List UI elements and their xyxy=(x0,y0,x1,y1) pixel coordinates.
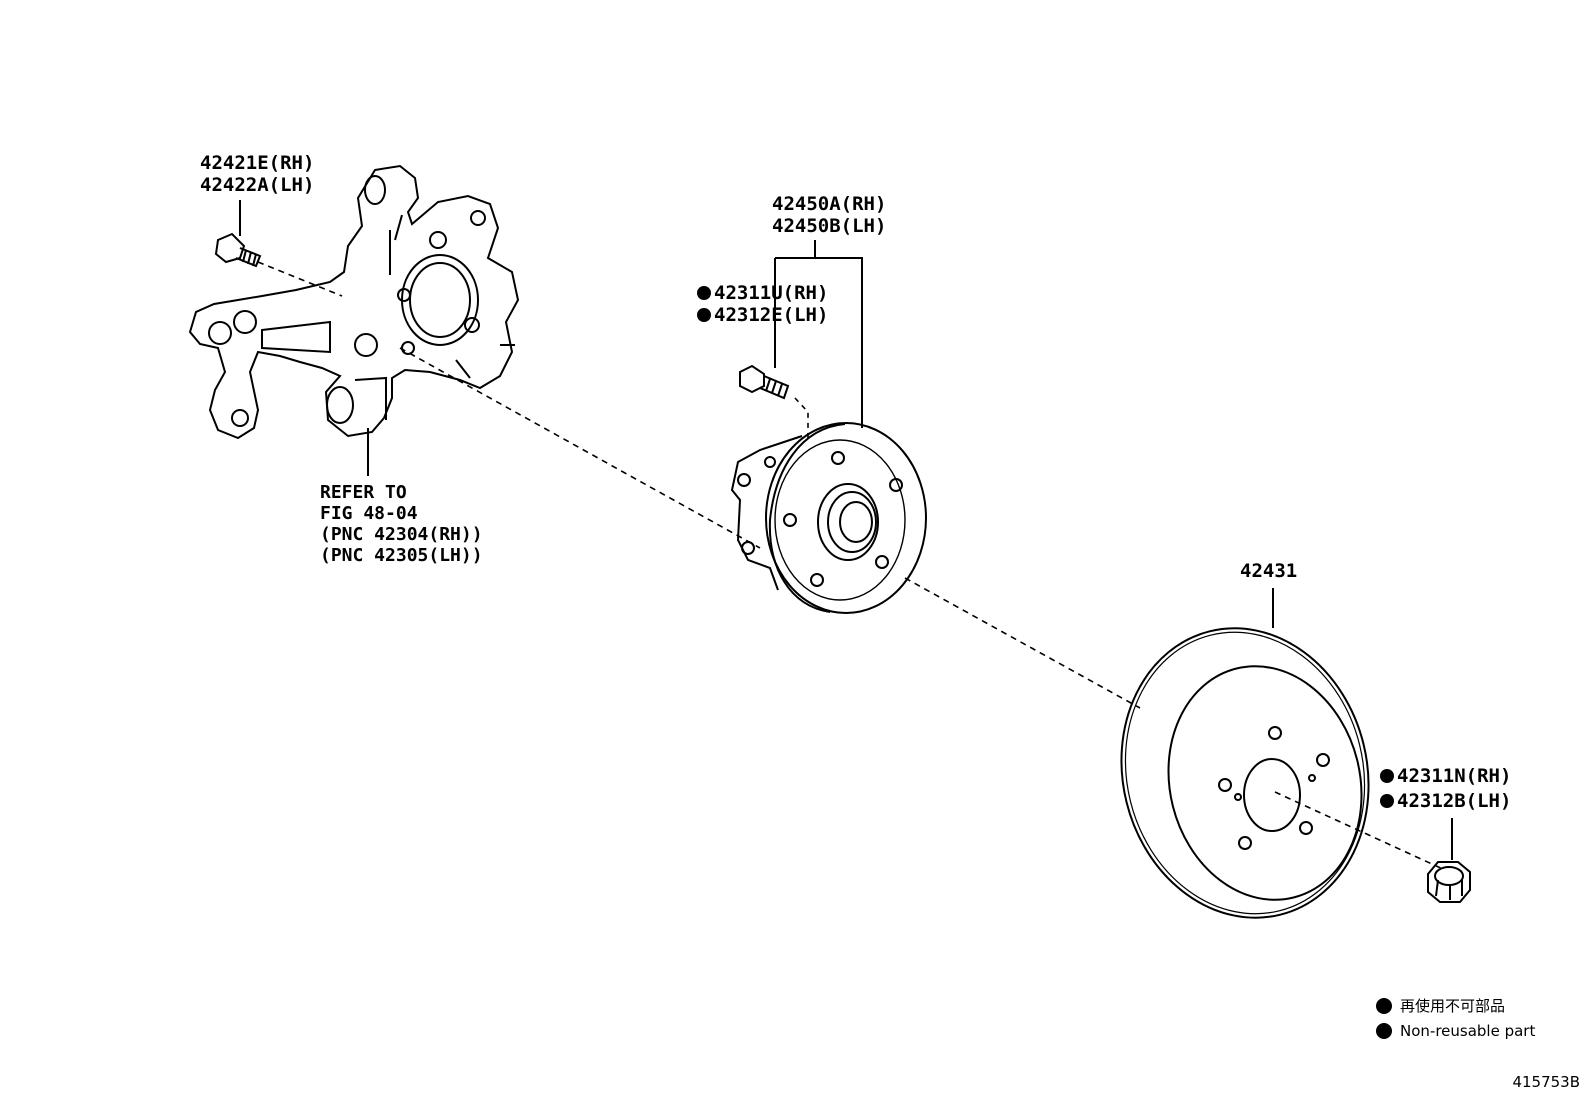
reference-line-3: (PNC 42304(RH)) xyxy=(320,524,483,545)
legend-japanese-text: 再使用不可部品 xyxy=(1400,997,1506,1015)
bolt-axis-line xyxy=(257,261,343,297)
bolt-part-number-rh[interactable]: 42421E(RH) xyxy=(200,152,315,174)
hub-nut xyxy=(1427,861,1471,903)
legend-japanese: 再使用不可部品 xyxy=(1376,995,1505,1017)
hub-bolt xyxy=(739,364,790,400)
hub-bracket-leader xyxy=(774,240,863,428)
non-reusable-dot-icon xyxy=(1376,998,1392,1014)
legend-english-text: Non-reusable part xyxy=(1400,1022,1536,1040)
hub-bearing-assembly xyxy=(730,422,927,614)
hub-part-number-lh[interactable]: 42450B(LH) xyxy=(772,215,887,237)
reference-line-2[interactable]: FIG 48-04 xyxy=(320,503,418,524)
assembly-axis-line xyxy=(399,347,761,549)
reference-line-1: REFER TO xyxy=(320,482,407,503)
legend-english: Non-reusable part xyxy=(1376,1020,1535,1042)
disc-part-number[interactable]: 42431 xyxy=(1240,560,1298,582)
steering-knuckle xyxy=(188,164,520,440)
hub-bolt-part-number-lh[interactable]: 42312E(LH) xyxy=(697,304,828,326)
illustration-code: 415753B xyxy=(1512,1073,1580,1091)
hub-bolt-part-number-rh[interactable]: 42311U(RH) xyxy=(697,282,828,304)
non-reusable-dot-icon xyxy=(1376,1023,1392,1039)
brake-disc xyxy=(1120,627,1370,919)
hub-part-number-rh[interactable]: 42450A(RH) xyxy=(772,193,887,215)
bolt-part-number-lh[interactable]: 42422A(LH) xyxy=(200,174,315,196)
knuckle-bolt xyxy=(214,232,262,268)
nut-part-number-lh[interactable]: 42312B(LH) xyxy=(1380,790,1511,812)
nut-part-number-rh[interactable]: 42311N(RH) xyxy=(1380,765,1511,787)
reference-line-4: (PNC 42305(LH)) xyxy=(320,545,483,566)
